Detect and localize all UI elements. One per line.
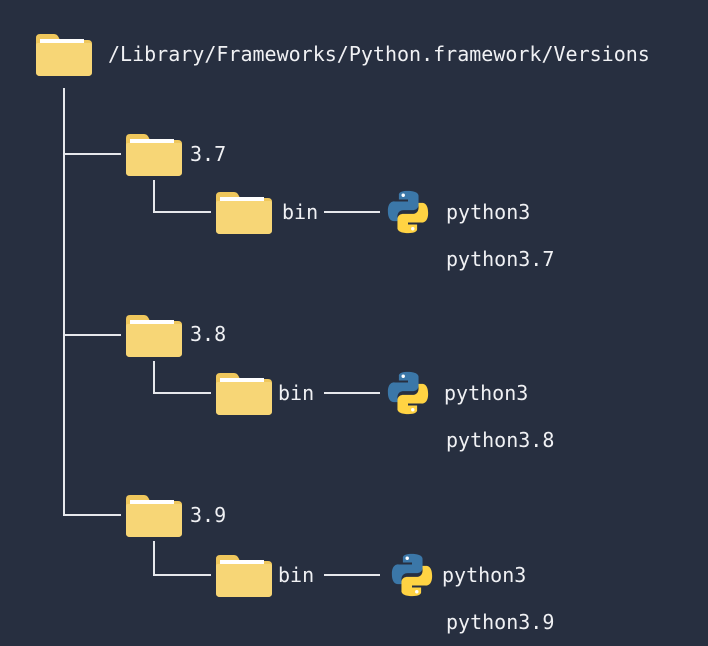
bin-folder-label: bin — [282, 200, 319, 224]
version-folder-label: 3.7 — [190, 142, 227, 166]
bin-folder-label: bin — [278, 563, 315, 587]
branch-line — [153, 180, 155, 212]
executable-label: python3.7 — [446, 247, 555, 271]
version-folder-label: 3.9 — [190, 503, 227, 527]
version-folder-label: 3.8 — [190, 322, 227, 346]
executable-label: python3 — [444, 381, 529, 405]
branch-line — [63, 153, 121, 155]
python-logo-icon — [389, 552, 435, 598]
connector-line — [324, 392, 380, 394]
bin-folder-label: bin — [278, 381, 315, 405]
branch-line — [153, 361, 155, 393]
branch-line — [153, 541, 155, 575]
branch-line — [153, 574, 211, 576]
folder-icon — [126, 132, 182, 176]
root-path-label: /Library/Frameworks/Python.framework/Ver… — [108, 42, 650, 66]
python-logo-icon — [385, 189, 431, 235]
folder-icon — [216, 371, 272, 415]
branch-line — [153, 392, 211, 394]
connector-line — [324, 211, 380, 213]
executable-label: python3.8 — [446, 428, 555, 452]
connector-line — [324, 574, 380, 576]
folder-icon — [216, 190, 272, 234]
executable-label: python3 — [446, 200, 531, 224]
executable-label: python3 — [442, 563, 527, 587]
folder-icon — [126, 493, 182, 537]
branch-line — [63, 514, 121, 516]
python-logo-icon — [385, 370, 431, 416]
folder-icon — [126, 313, 182, 357]
executable-label: python3.9 — [446, 610, 555, 634]
branch-line — [153, 211, 211, 213]
folder-icon — [216, 553, 272, 597]
tree-trunk-line — [63, 88, 65, 516]
folder-icon — [36, 32, 92, 76]
branch-line — [63, 334, 121, 336]
